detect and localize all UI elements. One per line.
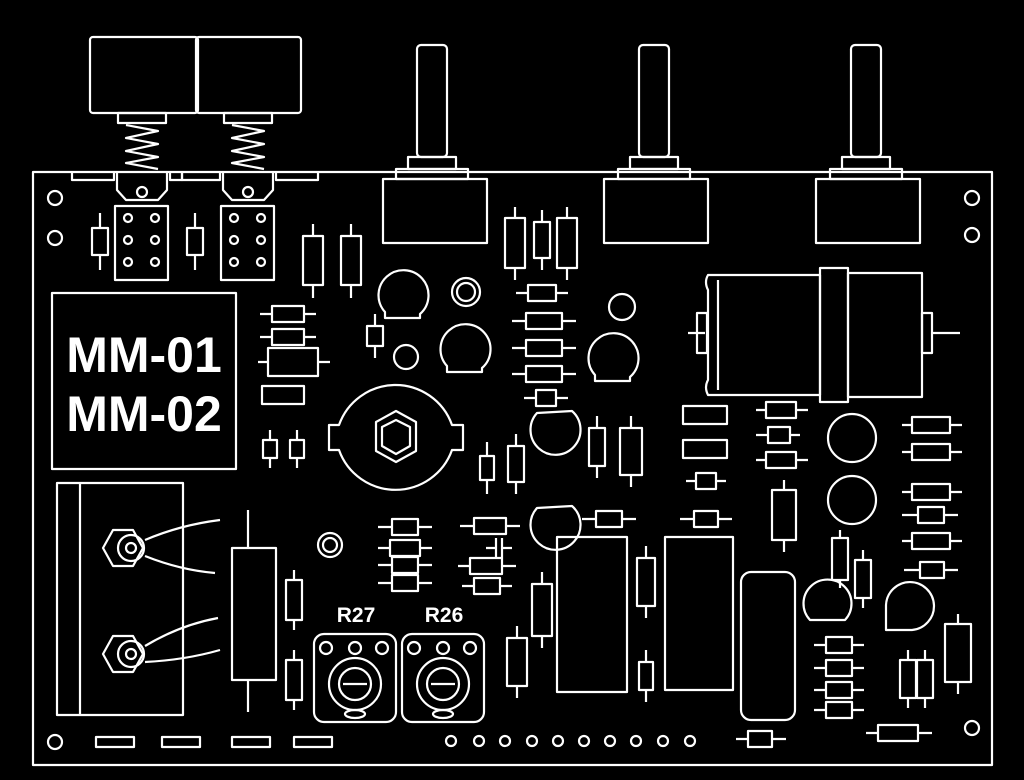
trimmer-r26 [400,632,486,724]
vertical-resistors [90,207,973,712]
trimmer-label-r27: R27 [337,604,376,627]
horizontal-resistors [258,283,962,749]
rotary-switch-nut [327,383,465,491]
potentiometer-1 [381,43,489,245]
edge-connector-pads [94,734,697,749]
electrolytic-capacitor-large [688,266,960,404]
model-label-line-1: MM-01 [66,327,222,383]
mounting-holes [46,189,981,751]
model-label-line-2: MM-02 [66,386,222,442]
trimmer-r27 [312,632,398,724]
relays-and-ics [555,535,797,722]
potentiometer-3 [814,43,922,245]
jack-panel [55,481,221,717]
small-round-parts [316,276,637,559]
trimmer-label-r26: R26 [425,604,464,627]
model-label-box [50,291,238,471]
transistors [377,269,936,632]
board-outline [31,170,994,767]
push-switch-left [70,35,200,282]
push-switch-right [180,35,320,282]
potentiometer-2 [602,43,710,245]
